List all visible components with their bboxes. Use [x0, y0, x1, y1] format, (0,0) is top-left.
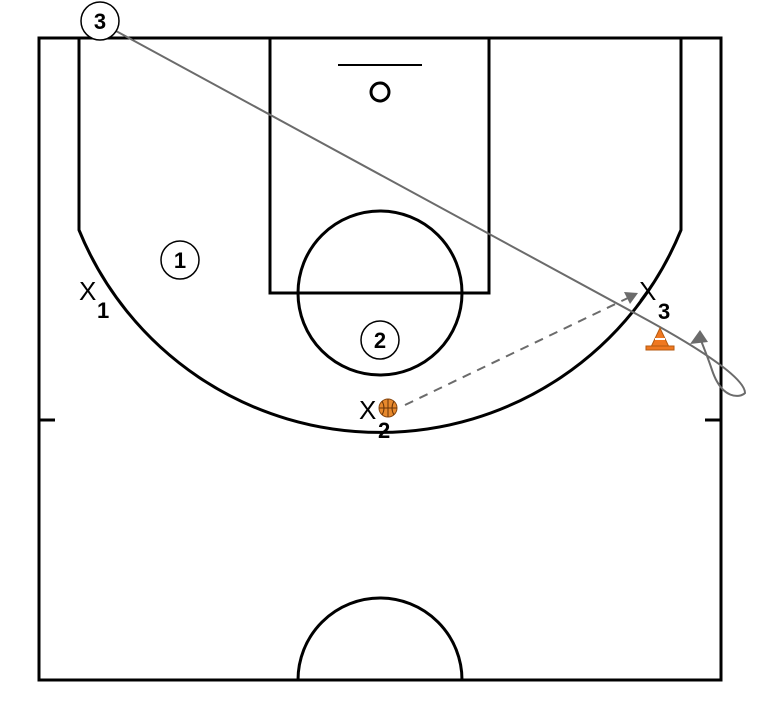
court-lines — [37, 36, 723, 682]
paint-area — [268, 36, 491, 295]
cut-line — [115, 30, 747, 397]
pass-path — [404, 292, 638, 406]
traffic-cone-icon — [645, 326, 675, 351]
rim — [369, 81, 391, 103]
defender-number: 2 — [378, 418, 390, 443]
defender-number: 3 — [658, 299, 670, 324]
defense-player-3[interactable]: X 3 — [639, 276, 670, 324]
player-3-cut-path — [115, 30, 747, 397]
player-number: 2 — [374, 328, 386, 353]
player-number: 3 — [94, 9, 106, 34]
defense-player-2[interactable]: X 2 — [359, 395, 390, 443]
defender-number: 1 — [97, 298, 109, 323]
offense-player-3[interactable]: 3 — [80, 1, 120, 41]
player-number: 1 — [174, 248, 186, 273]
offense-player-2[interactable]: 2 — [360, 320, 400, 360]
basketball-icon — [378, 398, 398, 418]
center-circle — [296, 596, 464, 681]
defender-mark: X — [79, 276, 96, 306]
defender-mark: X — [359, 395, 376, 425]
defense-player-1[interactable]: X 1 — [79, 276, 109, 323]
arrowhead-icon — [624, 292, 638, 304]
free-throw-circle — [296, 209, 464, 377]
offense-player-1[interactable]: 1 — [160, 240, 200, 280]
arrowhead-icon — [690, 330, 708, 344]
three-point-line — [77, 38, 683, 434]
defender-mark: X — [639, 276, 656, 306]
